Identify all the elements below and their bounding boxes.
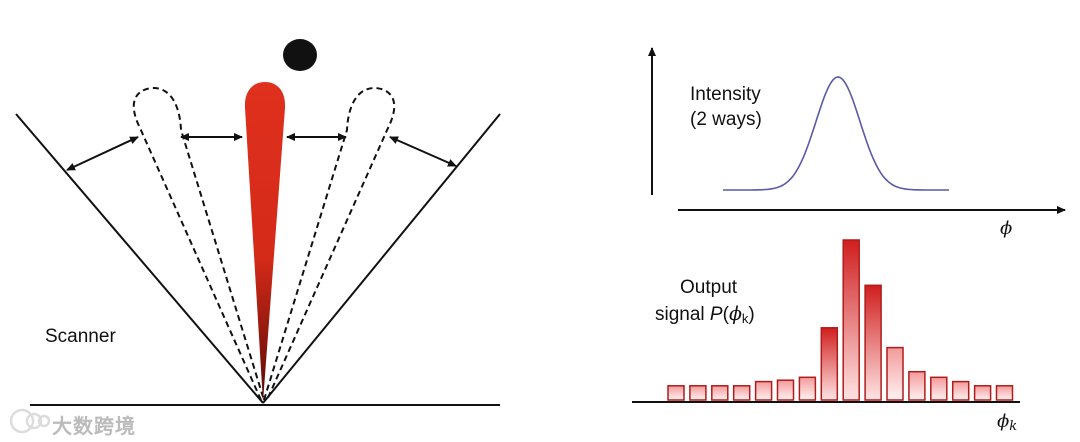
target-object — [283, 39, 317, 71]
phi-axis-label: ϕ — [1000, 218, 1013, 239]
scan-boundary-right — [262, 113, 501, 404]
output-label: Output — [680, 277, 738, 298]
intensity-curve — [723, 76, 949, 191]
phik-axis-label: ϕk — [997, 410, 1017, 436]
output-bar — [930, 376, 948, 401]
output-signal-label: signal P(ϕk) — [655, 302, 755, 328]
arrow-right-outer — [389, 136, 457, 167]
output-bar — [973, 385, 992, 401]
output-bar — [908, 370, 926, 401]
phik-axis-sub: k — [1009, 419, 1018, 434]
output-signal-open: ( — [722, 304, 729, 325]
output-signal-symbol: P — [709, 304, 723, 325]
watermark-text: 大数跨境 — [52, 414, 136, 438]
output-bar — [667, 385, 685, 401]
output-signal-sub: k — [741, 311, 749, 326]
output-bar — [820, 327, 839, 401]
output-bar — [842, 239, 860, 401]
beam-central — [244, 82, 286, 402]
beam-lobe-dashed-right — [263, 86, 396, 401]
output-bar — [951, 380, 970, 401]
output-bar — [776, 379, 795, 401]
output-bar — [864, 284, 882, 401]
phik-axis-symbol: ϕ — [997, 411, 1010, 432]
output-signal-phi: ϕ — [728, 303, 742, 325]
output-bar — [886, 346, 904, 401]
output-signal-prefix: signal — [655, 304, 710, 325]
arrow-left-outer — [66, 136, 139, 171]
output-bar — [754, 380, 773, 401]
output-bar — [732, 385, 751, 401]
output-bar — [711, 385, 729, 401]
scanner-label: Scanner — [45, 326, 116, 347]
intensity-sublabel: (2 ways) — [690, 109, 762, 130]
output-bar — [689, 385, 707, 401]
scan-boundary-left — [15, 113, 264, 404]
output-signal-bars — [667, 239, 1014, 401]
output-bar — [995, 385, 1014, 401]
output-signal-close: ) — [748, 304, 755, 325]
beam-lobe-dashed-left — [132, 86, 265, 401]
watermark-logo-icon — [9, 408, 51, 434]
output-bar — [798, 376, 817, 401]
intensity-label: Intensity — [690, 84, 761, 105]
